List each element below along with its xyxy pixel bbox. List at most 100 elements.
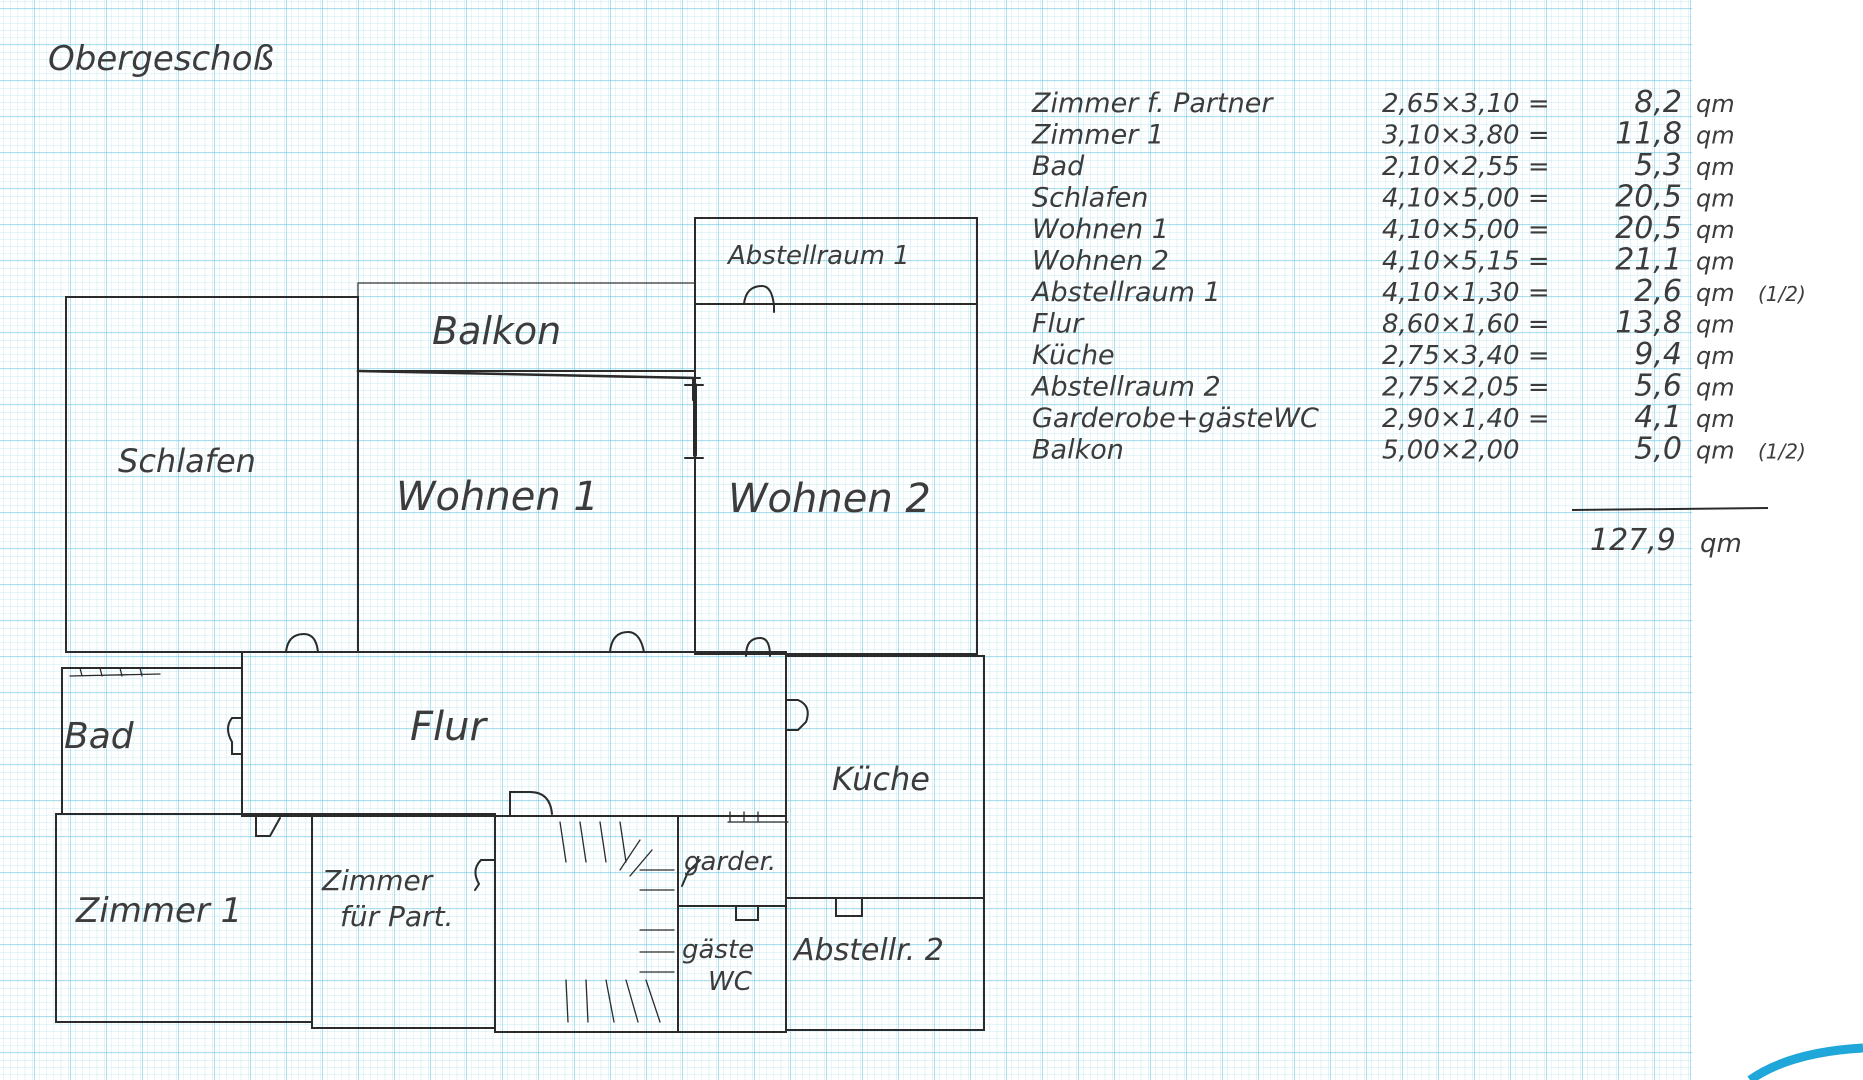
door-wohnen1	[285, 632, 319, 653]
table-cell-dims: 2,75×3,40 =	[1382, 341, 1550, 371]
table-cell-dims: 4,10×5,00 =	[1382, 215, 1550, 245]
table-cell-name: Zimmer 1	[1031, 120, 1164, 151]
table-cell-area: 21,1	[1615, 243, 1682, 278]
door-abstellraum1	[743, 284, 775, 313]
table-cell-name: Abstellraum 2	[1030, 372, 1221, 403]
table-cell-unit: qm	[1696, 311, 1735, 339]
table-sum-line	[1571, 507, 1769, 511]
table-cell-name: Balkon	[1032, 435, 1124, 466]
table-cell-name: Wohnen 1	[1032, 214, 1169, 245]
label-zimmer-partner-line2: für Part.	[340, 900, 453, 933]
door-abstell2	[835, 897, 863, 917]
door-wohnen2	[609, 630, 645, 653]
label-kueche: Küche	[832, 760, 930, 798]
table-row: Abstellraum 2 2,75×2,05 = 5,6 qm	[1030, 369, 1735, 404]
label-zimmer1: Zimmer 1	[75, 891, 242, 931]
table-cell-unit: qm	[1696, 90, 1735, 118]
table-row: Küche 2,75×3,40 = 9,4 qm	[1032, 337, 1735, 372]
table-cell-dims: 4,10×5,00 =	[1382, 184, 1550, 214]
table-row: Bad 2,10×2,55 = 5,3 qm	[1032, 148, 1735, 183]
table-cell-dims: 3,10×3,80 =	[1382, 121, 1550, 151]
table-cell-name: Küche	[1032, 340, 1115, 371]
table-cell-unit: qm	[1696, 437, 1735, 465]
table-cell-name: Flur	[1032, 309, 1085, 340]
table-row: Zimmer f. Partner 2,65×3,10 = 8,2 qm	[1031, 85, 1735, 120]
table-cell-area: 5,3	[1634, 148, 1682, 183]
table-cell-note: (1/2)	[1758, 440, 1806, 464]
door-wc	[735, 905, 759, 921]
table-cell-dims: 4,10×1,30 =	[1382, 278, 1550, 308]
table-row: Abstellraum 1 4,10×1,30 = 2,6 qm (1/2)	[1030, 274, 1806, 309]
door-stair	[509, 791, 553, 817]
label-garderobe: garder.	[684, 847, 776, 877]
room-labels: Abstellraum 1 Balkon Schlafen Wohnen 1 W…	[64, 241, 944, 997]
garderobe-window	[727, 811, 789, 823]
corner-accent-mark	[1747, 1043, 1863, 1080]
wall-balkon-rail	[356, 369, 697, 380]
table-cell-area: 13,8	[1615, 306, 1682, 341]
label-wohnen2: Wohnen 2	[728, 476, 931, 522]
table-cell-unit: qm	[1696, 279, 1735, 307]
table-cell-name: Garderobe+gästeWC	[1032, 403, 1319, 434]
table-cell-dims: 2,90×1,40 =	[1382, 404, 1550, 434]
table-row: Flur 8,60×1,60 = 13,8 qm	[1032, 306, 1735, 341]
floor-plan	[55, 217, 985, 1033]
door-zimmer-partner	[474, 859, 496, 891]
label-bad: Bad	[64, 716, 135, 757]
table-cell-dims: 2,10×2,55 =	[1382, 152, 1550, 182]
table-cell-area: 2,6	[1634, 274, 1682, 309]
table-cell-unit: qm	[1696, 342, 1735, 370]
table-cell-unit: qm	[1696, 248, 1735, 276]
table-cell-area: 4,1	[1634, 400, 1682, 435]
table-row: Wohnen 2 4,10×5,15 = 21,1 qm	[1032, 243, 1735, 278]
table-cell-dims: 2,75×2,05 =	[1382, 373, 1550, 403]
table-total-unit: qm	[1700, 529, 1742, 559]
label-abstell2: Abstellr. 2	[792, 933, 944, 968]
label-abstellraum1: Abstellraum 1	[726, 241, 910, 271]
label-flur: Flur	[410, 704, 488, 750]
table-row: Garderobe+gästeWC 2,90×1,40 = 4,1 qm	[1032, 400, 1735, 435]
table-cell-area: 8,2	[1634, 85, 1682, 120]
table-cell-area: 9,4	[1634, 337, 1682, 372]
table-cell-unit: qm	[1696, 185, 1735, 213]
table-cell-note: (1/2)	[1758, 282, 1806, 306]
table-cell-unit: qm	[1696, 216, 1735, 244]
label-balkon: Balkon	[432, 309, 561, 353]
table-cell-area: 20,5	[1615, 180, 1682, 215]
table-cell-name: Wohnen 2	[1032, 246, 1169, 277]
table-cell-name: Bad	[1032, 151, 1085, 182]
table-cell-area: 5,6	[1634, 369, 1682, 404]
label-gaeste: gäste	[682, 935, 754, 965]
wall-abstellraum2	[785, 897, 985, 1031]
label-wohnen1: Wohnen 1	[396, 474, 599, 520]
table-cell-name: Zimmer f. Partner	[1031, 88, 1274, 119]
door-bad	[227, 717, 243, 755]
table-cell-dims: 4,10×5,15 =	[1382, 247, 1550, 277]
table-cell-name: Schlafen	[1032, 183, 1148, 214]
door-kueche	[785, 699, 809, 731]
table-row: Balkon 5,00×2,00 5,0 qm (1/2)	[1032, 432, 1806, 467]
table-cell-area: 5,0	[1634, 432, 1682, 467]
table-row: Schlafen 4,10×5,00 = 20,5 qm	[1032, 180, 1735, 215]
stair-treads	[559, 821, 675, 1023]
table-cell-area: 11,8	[1615, 117, 1682, 152]
table-cell-unit: qm	[1696, 153, 1735, 181]
grid-area	[0, 0, 1692, 1080]
door-garderobe	[681, 859, 701, 887]
wall-wohnen2	[694, 303, 978, 655]
door-zimmer1	[255, 815, 281, 837]
table-cell-unit: qm	[1696, 405, 1735, 433]
table-cell-unit: qm	[1696, 374, 1735, 402]
table-cell-dims: 5,00×2,00	[1382, 436, 1520, 466]
table-cell-dims: 2,65×3,10 =	[1382, 89, 1550, 119]
table-cell-name: Abstellraum 1	[1030, 277, 1221, 308]
label-wc: WC	[708, 967, 753, 997]
paper-margin	[1692, 0, 1863, 1080]
table-total-value: 127,9	[1590, 523, 1676, 558]
page-title: Obergeschoß	[48, 39, 274, 79]
table-cell-dims: 8,60×1,60 =	[1382, 310, 1550, 340]
